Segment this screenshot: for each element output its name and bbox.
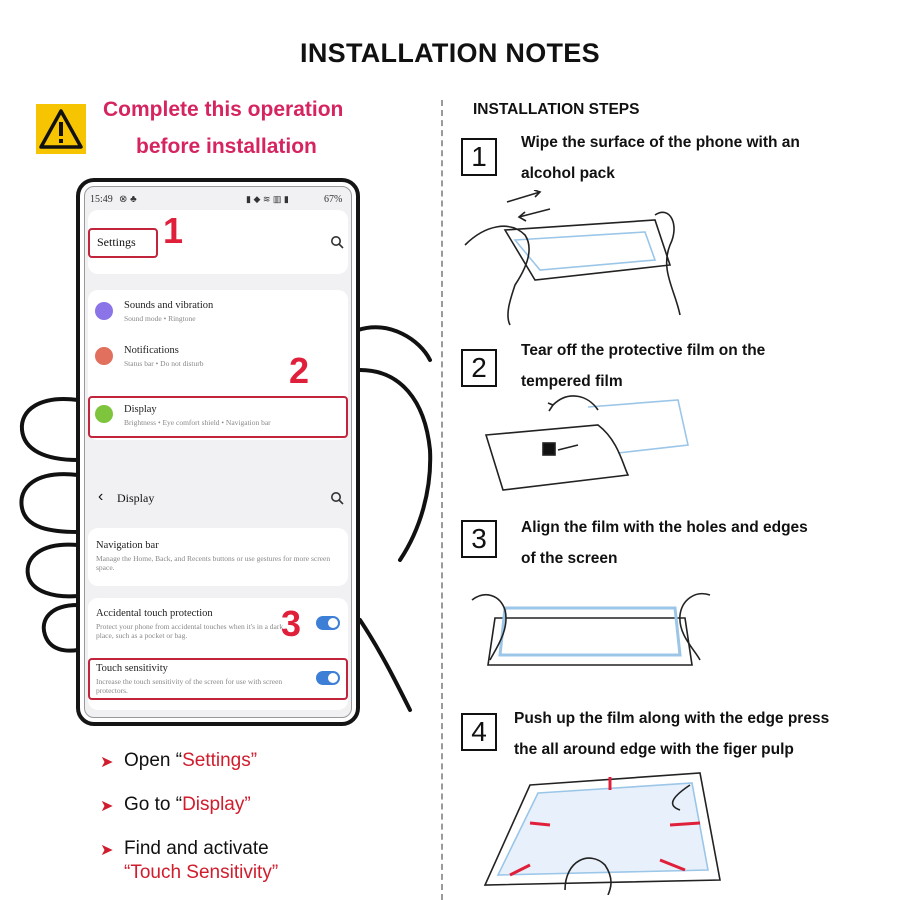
instruction-3-highlight: “Touch Sensitivity”	[124, 862, 279, 883]
marker-3: 3	[281, 603, 302, 644]
accidental-title[interactable]: Accidental touch protection	[96, 608, 213, 619]
step-1-illustration	[464, 190, 681, 326]
item-notifications-subtitle: Status bar • Do not disturb	[124, 359, 204, 368]
bullet-arrow-icon: ➤	[100, 842, 114, 859]
instruction-2: Go to “Display”	[124, 794, 251, 815]
warning-triangle-icon	[36, 104, 86, 154]
instruction-1: Open “Settings”	[124, 750, 258, 771]
marker-1: 1	[163, 210, 184, 251]
step-2-number: 2	[461, 349, 497, 387]
accidental-subtitle: Protect your phone from accidental touch…	[96, 622, 284, 640]
item-notifications-title[interactable]: Notifications	[124, 345, 179, 356]
touch-toggle[interactable]	[316, 671, 340, 685]
touch-title[interactable]: Touch sensitivity	[96, 663, 168, 674]
page-title: INSTALLATION NOTES	[300, 38, 600, 68]
step-4-text: Push up the film along with the edge pre…	[514, 710, 830, 758]
search-icon[interactable]	[330, 235, 344, 252]
settings-highlight	[88, 228, 158, 258]
step-4-illustration	[483, 772, 721, 895]
navbar-subtitle: Manage the Home, Back, and Recents butto…	[96, 554, 331, 572]
status-battery: 67%	[324, 194, 343, 205]
step-3-number: 3	[461, 520, 497, 558]
touch-card	[88, 598, 348, 710]
hand-outline-illustration	[19, 325, 433, 712]
marker-2: 2	[289, 350, 310, 391]
navbar-title[interactable]: Navigation bar	[96, 540, 159, 551]
step-1-number: 1	[461, 138, 497, 176]
instruction-3: Find and activate	[124, 838, 269, 859]
back-chevron-icon[interactable]: ‹	[98, 488, 104, 505]
sound-icon	[95, 302, 113, 320]
warning-line-2: before installation	[136, 135, 317, 158]
warning-line-1: Complete this operation	[103, 98, 344, 121]
status-icons: ⊗ ♣	[119, 194, 137, 205]
settings-header-card	[88, 210, 348, 274]
step-2-illustration	[484, 395, 689, 491]
display-icon	[95, 405, 113, 423]
touch-highlight	[88, 658, 348, 700]
item-display-subtitle: Brightness • Eye comfort shield • Naviga…	[124, 418, 271, 427]
display-highlight	[88, 396, 348, 438]
item-display-title[interactable]: Display	[124, 404, 157, 415]
status-right-icons: ▮ ◆ ≋ ▥ ▮	[246, 194, 289, 204]
accidental-toggle[interactable]	[316, 616, 340, 630]
settings-title[interactable]: Settings	[97, 235, 136, 249]
step-4-number: 4	[461, 713, 497, 751]
bullet-arrow-icon: ➤	[100, 798, 114, 815]
steps-title: INSTALLATION STEPS	[473, 101, 640, 118]
center-divider	[441, 100, 443, 900]
bullet-arrow-icon: ➤	[100, 754, 114, 771]
settings-list-card	[88, 290, 348, 440]
step-3-illustration	[471, 593, 711, 666]
item-sounds-title[interactable]: Sounds and vibration	[124, 300, 214, 311]
touch-subtitle: Increase the touch sensitivity of the sc…	[96, 677, 283, 695]
display-header: Display	[117, 491, 155, 505]
notification-icon	[95, 347, 113, 365]
navbar-card	[88, 528, 348, 586]
display-search-icon[interactable]	[330, 491, 344, 510]
status-time: 15:49	[90, 194, 113, 205]
item-sounds-subtitle: Sound mode • Ringtone	[124, 314, 196, 323]
